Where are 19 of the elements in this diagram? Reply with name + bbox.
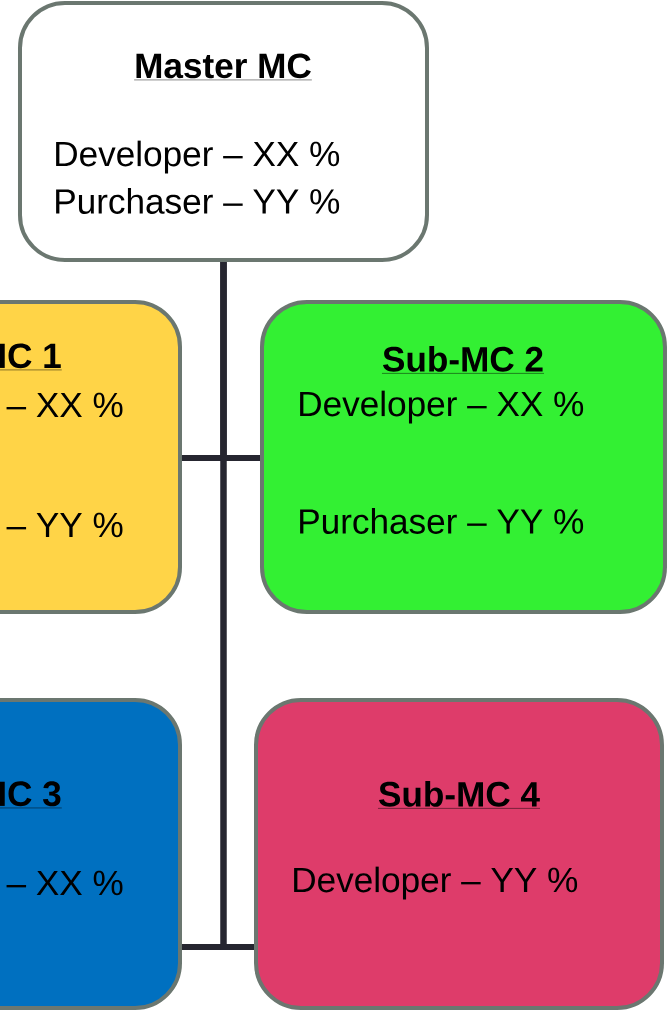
rounded-box	[254, 698, 664, 1010]
box-heading: Master MC	[133, 53, 313, 81]
box-heading: Sub-MC 4	[377, 780, 541, 809]
box-text: Purchaser – YY %	[300, 508, 584, 534]
box-text: – YY %	[6, 512, 123, 538]
box-heading: Sub-MC 2	[381, 345, 545, 374]
rounded-box	[0, 698, 182, 1010]
box-heading: IC 1	[0, 343, 62, 371]
box-text: Purchaser – YY %	[56, 188, 340, 214]
box-text: Developer – YY %	[294, 866, 578, 900]
connector-line	[220, 262, 254, 950]
box-text: – XX %	[6, 870, 123, 896]
rounded-box	[18, 1, 429, 262]
box-heading: IC 3	[0, 781, 62, 809]
box-text: Developer – XX %	[56, 140, 340, 174]
box-text: – XX %	[6, 392, 123, 418]
rounded-box	[260, 300, 667, 614]
box-text: Developer – XX %	[300, 390, 584, 424]
rounded-box	[0, 300, 182, 614]
